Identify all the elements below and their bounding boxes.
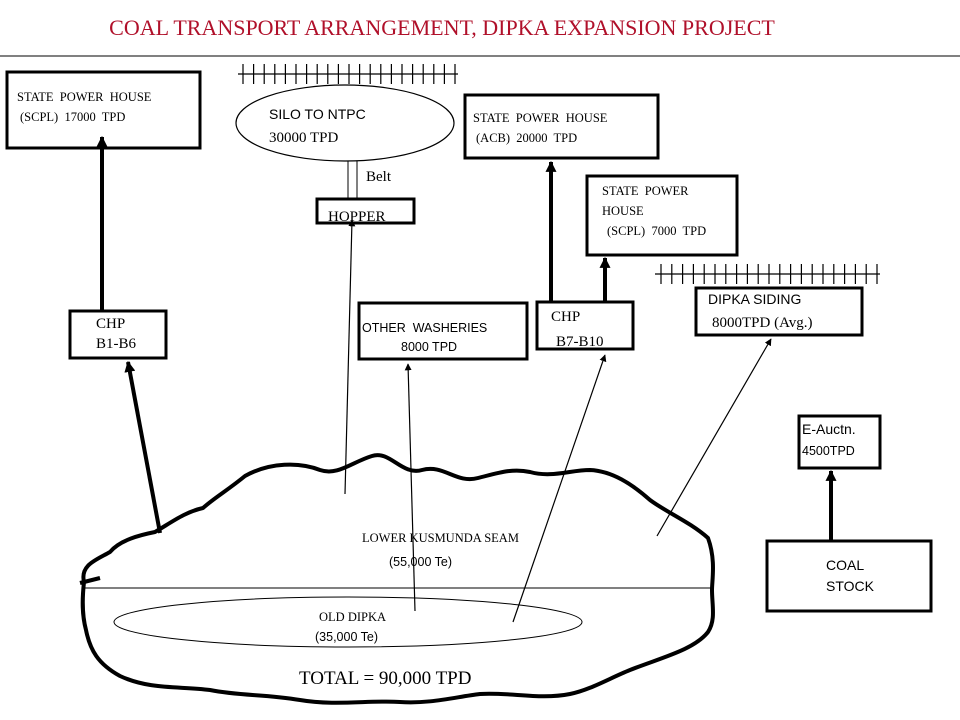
mine-outline [79,453,715,705]
siding-line1: DIPKA SIDING [708,291,801,307]
power-house-scpl-7000-line2: HOUSE [602,204,644,218]
washeries-line2: 8000 TPD [401,340,457,354]
rail-track-silo [238,64,458,84]
belt-connector: Belt [347,161,392,199]
eauction-line1: E-Auctn. [802,421,856,437]
power-house-scpl-7000-line1: STATE POWER [602,184,689,198]
chp-b1-line2: B1-B6 [96,336,137,352]
chp-b7-b10: CHP B7-B10 [535,300,635,351]
hopper-box: HOPPER [315,197,416,225]
chp-b7-line2: B7-B10 [556,334,604,350]
power-house-acb-line2: (ACB) 20000 TPD [476,131,577,145]
other-washeries: OTHER WASHERIES 8000 TPD [357,301,529,361]
e-auction: E-Auctn. 4500TPD [797,414,882,470]
power-house-scpl-17000: STATE POWER HOUSE (SCPL) 17000 TPD [5,70,202,150]
arrow-mine-to-hopper [344,219,356,495]
power-house-scpl-7000-line3: (SCPL) 7000 TPD [607,224,706,238]
dipka-siding: DIPKA SIDING 8000TPD (Avg.) [694,286,864,337]
total-label: TOTAL = 90,000 TPD [299,668,471,689]
arrow-old-dipka-to-chp-b7 [512,354,607,623]
old-dipka-label: OLD DIPKA [319,610,386,624]
seam-value: (55,000 Te) [389,555,452,569]
coal-stock: COAL STOCK [765,539,933,613]
siding-line2: 8000TPD (Avg.) [712,315,813,331]
belt-label: Belt [366,169,392,185]
coalstock-line2: STOCK [826,578,875,594]
hopper-label: HOPPER [328,209,386,225]
power-house-acb-line1: STATE POWER HOUSE [473,111,608,125]
power-house-scpl-7000: STATE POWER HOUSE (SCPL) 7000 TPD [585,174,739,257]
chp-b7-line1: CHP [551,309,580,325]
arrow-mine-to-chp-b1 [124,360,162,534]
chp-b1-line1: CHP [96,316,125,332]
arrow-old-dipka-to-washeries [404,363,416,612]
coalstock-line1: COAL [826,557,864,573]
power-house-scpl-17000-line2: (SCPL) 17000 TPD [20,110,125,124]
silo-line1: SILO TO NTPC [269,106,366,122]
power-house-scpl-17000-line1: STATE POWER HOUSE [17,90,152,104]
eauction-line2: 4500TPD [802,444,855,458]
chp-b1-b6: CHP B1-B6 [68,309,168,360]
old-dipka-value: (35,000 Te) [315,630,378,644]
silo-line2: 30000 TPD [269,130,338,146]
rail-track-siding [655,264,880,284]
power-house-acb: STATE POWER HOUSE (ACB) 20000 TPD [463,93,660,160]
arrow-mine-to-siding [656,338,772,537]
silo-to-ntpc: SILO TO NTPC 30000 TPD [235,84,455,162]
page-title: COAL TRANSPORT ARRANGEMENT, DIPKA EXPANS… [109,15,775,40]
washeries-line1: OTHER WASHERIES [362,321,487,335]
old-dipka: OLD DIPKA (35,000 Te) [113,596,583,648]
seam-label: LOWER KUSMUNDA SEAM [362,531,519,545]
